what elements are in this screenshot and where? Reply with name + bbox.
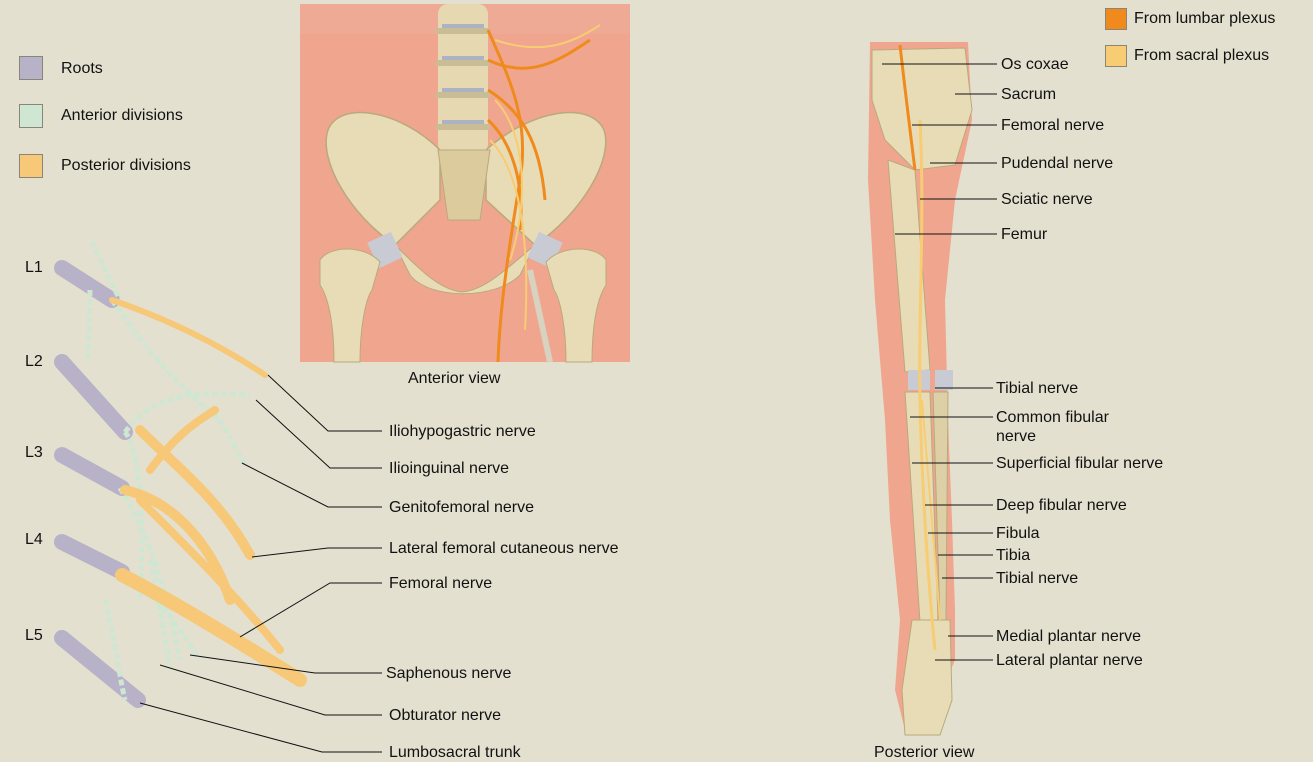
label-femoral-nerve: Femoral nerve (389, 574, 492, 593)
sacral-plexus-swatch (1105, 45, 1127, 67)
label-sciatic-nerve: Sciatic nerve (1001, 190, 1093, 209)
lumbar-plexus-schematic (62, 242, 300, 700)
label-medial-plantar-nerve: Medial plantar nerve (996, 627, 1141, 646)
level-l3: L3 (25, 443, 43, 462)
legend-sacral-label: From sacral plexus (1134, 46, 1269, 65)
label-lumbosacral-trunk: Lumbosacral trunk (389, 743, 521, 762)
label-tibial-nerve-upper: Tibial nerve (996, 379, 1078, 398)
label-femur: Femur (1001, 225, 1047, 244)
posterior-divisions-swatch (19, 154, 43, 178)
label-obturator-nerve: Obturator nerve (389, 706, 501, 725)
level-l2: L2 (25, 352, 43, 371)
legend-lumbar-label: From lumbar plexus (1134, 9, 1275, 28)
posterior-view-caption: Posterior view (874, 743, 974, 762)
label-fibula: Fibula (996, 524, 1040, 543)
legend-roots-label: Roots (61, 59, 103, 78)
label-leg-femoral-nerve: Femoral nerve (1001, 116, 1104, 135)
label-superficial-fibular-nerve: Superficial fibular nerve (996, 454, 1166, 473)
anterior-divisions-swatch (19, 104, 43, 128)
label-lateral-femoral-cutaneous-nerve: Lateral femoral cutaneous nerve (389, 539, 618, 558)
label-genitofemoral-nerve: Genitofemoral nerve (389, 498, 534, 517)
left-leader-lines (140, 375, 382, 752)
label-saphenous-nerve: Saphenous nerve (386, 664, 511, 683)
label-tibial-nerve-lower: Tibial nerve (996, 569, 1078, 588)
label-deep-fibular-nerve: Deep fibular nerve (996, 496, 1127, 515)
label-iliohypogastric-nerve: Iliohypogastric nerve (389, 422, 536, 441)
label-pudendal-nerve: Pudendal nerve (1001, 154, 1113, 173)
label-tibia: Tibia (996, 546, 1030, 565)
label-sacrum: Sacrum (1001, 85, 1056, 104)
level-l5: L5 (25, 626, 43, 645)
roots-swatch (19, 56, 43, 80)
level-l1: L1 (25, 258, 43, 277)
label-os-coxae: Os coxae (1001, 55, 1069, 74)
label-lateral-plantar-nerve: Lateral plantar nerve (996, 651, 1143, 670)
lumbar-plexus-swatch (1105, 8, 1127, 30)
label-ilioinguinal-nerve: Ilioinguinal nerve (389, 459, 509, 478)
level-l4: L4 (25, 530, 43, 549)
legend-posterior-label: Posterior divisions (61, 156, 191, 175)
legend-anterior-label: Anterior divisions (61, 106, 183, 125)
anterior-pelvis-illustration (300, 4, 630, 362)
label-common-fibular-nerve: Common fibular nerve (996, 408, 1146, 446)
anterior-view-caption: Anterior view (408, 369, 500, 388)
